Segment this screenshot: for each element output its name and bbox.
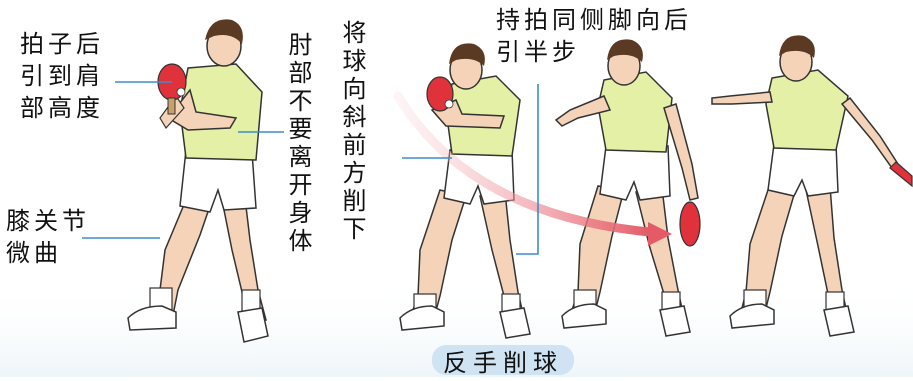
label-racket-back: 拍子后 引到肩 部高度 <box>20 28 104 124</box>
caption-text: 反手削球 <box>443 348 563 377</box>
swing-arrow-head <box>648 222 672 246</box>
player-figure-3 <box>554 39 701 337</box>
leader-lines <box>82 81 539 255</box>
label-ball-cut: 将球向斜前方削下 <box>338 20 366 244</box>
label-step-line2: 引半步 <box>496 38 580 66</box>
label-elbow: 肘部不要离开身体 <box>284 32 312 256</box>
swing-arrow <box>393 91 655 237</box>
label-racket-back-line3: 部高度 <box>20 94 104 122</box>
leader-step <box>516 84 539 255</box>
label-knee-line2: 微曲 <box>6 239 62 267</box>
caption-badge: 反手削球 <box>432 345 574 377</box>
label-step-line1: 持拍同侧脚向后 <box>496 6 692 34</box>
label-step: 持拍同侧脚向后 引半步 <box>496 4 692 68</box>
player-figure-4 <box>711 35 913 337</box>
label-knee: 膝关节 微曲 <box>6 205 90 269</box>
label-knee-line1: 膝关节 <box>6 207 90 235</box>
label-racket-back-line1: 拍子后 <box>20 30 104 58</box>
label-racket-back-line2: 引到肩 <box>20 62 104 90</box>
player-figure-1 <box>127 19 269 343</box>
